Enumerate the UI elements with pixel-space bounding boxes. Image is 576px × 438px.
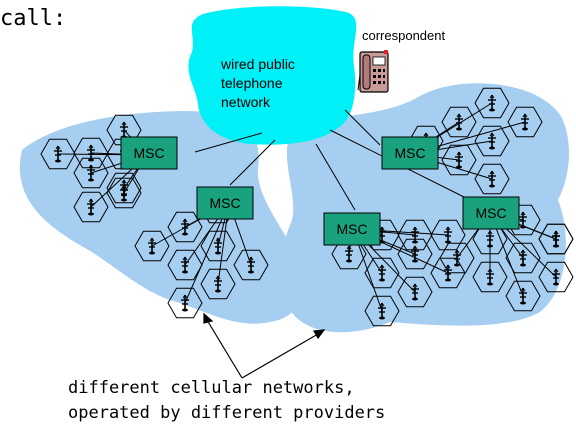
region-right: [278, 83, 570, 333]
msc-label: MSC: [133, 145, 164, 161]
cell: [106, 172, 142, 204]
region-left: [19, 111, 305, 324]
msc-label: MSC: [209, 195, 240, 211]
msc-box: MSC: [381, 136, 439, 170]
telephone-icon: [359, 50, 389, 93]
msc-box: MSC: [462, 196, 520, 230]
heading: call:: [0, 6, 67, 31]
cell: [397, 238, 433, 270]
cell: [474, 87, 510, 119]
cell: [73, 191, 109, 223]
cell: [507, 106, 543, 138]
cell: [167, 287, 203, 319]
cell: [505, 242, 541, 274]
msc-label: MSC: [475, 205, 506, 221]
msc-label: MSC: [336, 221, 367, 237]
cell: [233, 249, 269, 281]
cell: [439, 242, 475, 274]
cloud-label-line: network: [221, 94, 271, 110]
caption-line: operated by different providers: [68, 403, 386, 423]
cell: [397, 276, 433, 308]
cell: [397, 219, 433, 251]
cell: [167, 211, 203, 243]
cell: [474, 125, 510, 157]
cell: [441, 106, 477, 138]
msc-box: MSC: [323, 212, 381, 246]
cell: [430, 219, 466, 251]
cell: [200, 230, 236, 262]
cloud-label-line: telephone: [221, 75, 283, 91]
cell: [40, 138, 76, 170]
cell: [106, 177, 142, 209]
msc-box: MSC: [120, 136, 178, 170]
msc-box: MSC: [196, 186, 254, 220]
caption: different cellular networks, operated by…: [68, 376, 385, 426]
cell: [505, 280, 541, 312]
cell: [538, 223, 574, 255]
cell: [200, 268, 236, 300]
telephone-network-cloud: [188, 6, 357, 145]
cell: [474, 163, 510, 195]
cell: [167, 249, 203, 281]
cell: [538, 261, 574, 293]
cloud-label: wired public telephone network: [221, 55, 331, 112]
cell: [364, 295, 400, 327]
cell: [472, 261, 508, 293]
cloud-label-line: wired public: [221, 56, 295, 72]
msc-label: MSC: [394, 145, 425, 161]
cell: [441, 144, 477, 176]
cell: [134, 230, 170, 262]
cell: [364, 257, 400, 289]
correspondent-label: correspondent: [362, 28, 446, 43]
cell: [73, 157, 109, 189]
caption-line: different cellular networks,: [68, 378, 355, 398]
cell: [73, 137, 109, 169]
caption-arrows: [203, 312, 326, 379]
